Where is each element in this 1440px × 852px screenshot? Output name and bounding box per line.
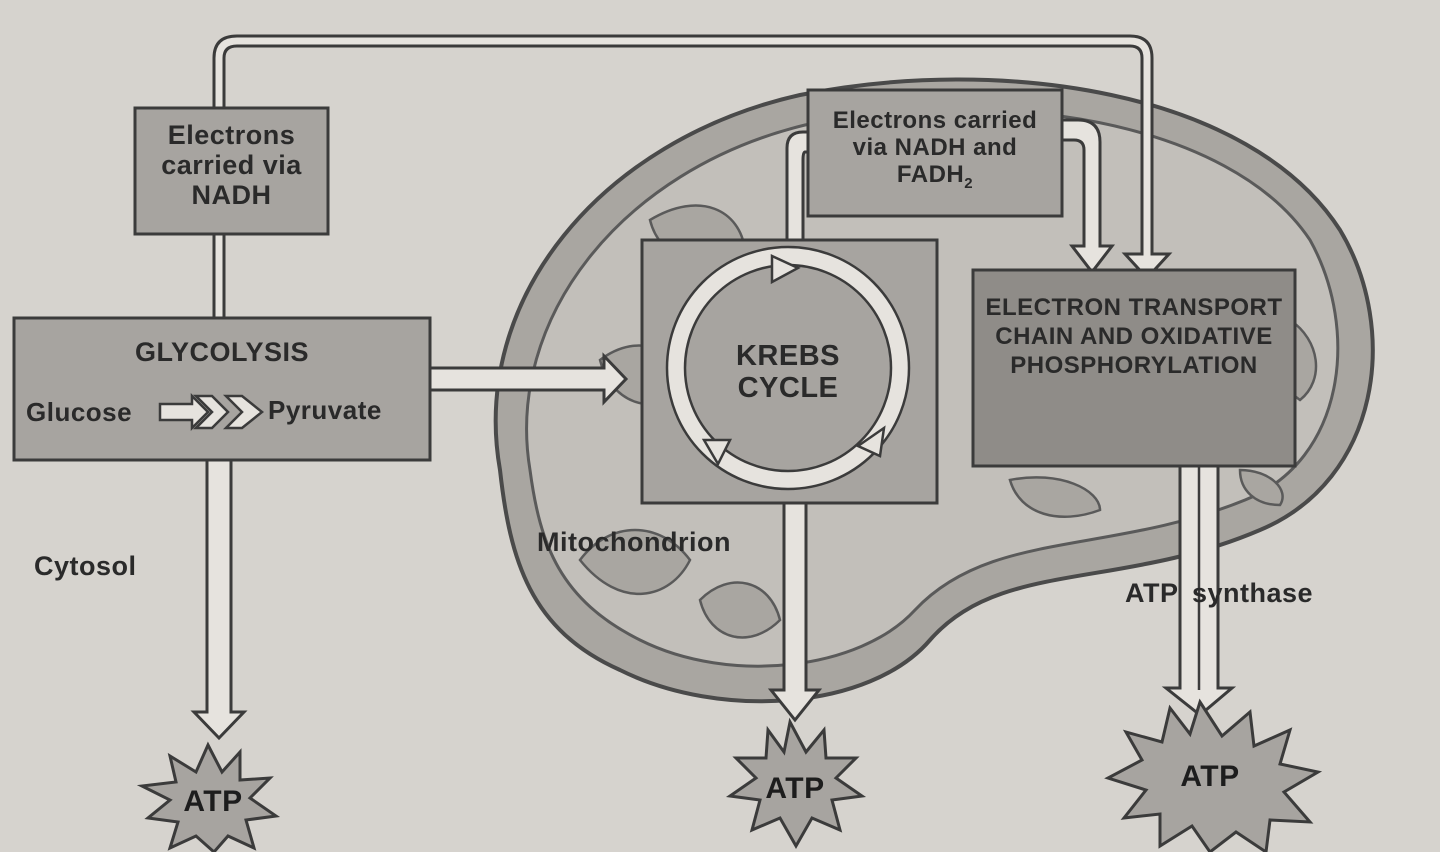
glucose-pyruvate-arrows	[158, 392, 265, 432]
glycolysis-box	[12, 316, 432, 462]
nadh-fadh-box	[806, 88, 1064, 218]
atp-burst-1	[136, 741, 281, 852]
nadh-box	[133, 106, 330, 236]
atp-label-1: ATP	[183, 785, 243, 818]
fadh-subscript: 2	[964, 174, 974, 192]
krebs-cycle-ring	[667, 247, 909, 489]
nadh-fadh-line-2: via NADH and	[852, 133, 1018, 161]
cytosol-label: Cytosol	[34, 551, 137, 581]
etc-box	[971, 268, 1297, 468]
nadh-fadh-box-label: Electrons carried via NADH and FADH2	[812, 107, 1058, 193]
glucose-label: Glucose	[26, 397, 133, 427]
mitochondrion-label: Mitochondrion	[537, 527, 731, 557]
arrow-nadh-fadh-to-etc	[1060, 118, 1116, 275]
krebs-cycle-arrowheads	[701, 254, 886, 467]
arrow-glycolysis-to-atp	[190, 458, 248, 741]
pyruvate-label: Pyruvate	[268, 395, 382, 425]
etc-label: ELECTRON TRANSPORT CHAIN AND OXIDATIVE P…	[985, 294, 1283, 379]
krebs-ring-outer-edge	[665, 245, 911, 491]
arrow-nadh-to-etc	[212, 34, 1173, 328]
atp-burst-2	[725, 717, 867, 850]
atp-burst-3	[1104, 698, 1323, 852]
nadh-fadh-line-3: FADH2	[812, 160, 1058, 193]
fadh-text: FADH	[896, 160, 965, 188]
glycolysis-title: GLYCOLYSIS	[134, 337, 310, 367]
atp-label-2: ATP	[765, 772, 825, 805]
atp-synthase-label: ATP synthase	[1125, 578, 1314, 608]
arrow-pyruvate-to-krebs	[428, 352, 629, 406]
krebs-cycle-label: KREBS CYCLE	[735, 340, 840, 405]
nadh-box-label: Electrons carried via NADH	[161, 120, 302, 211]
nadh-fadh-line-1: Electrons carried	[832, 107, 1038, 134]
arrow-krebs-to-atp	[767, 498, 823, 723]
atp-label-3: ATP	[1180, 760, 1240, 793]
